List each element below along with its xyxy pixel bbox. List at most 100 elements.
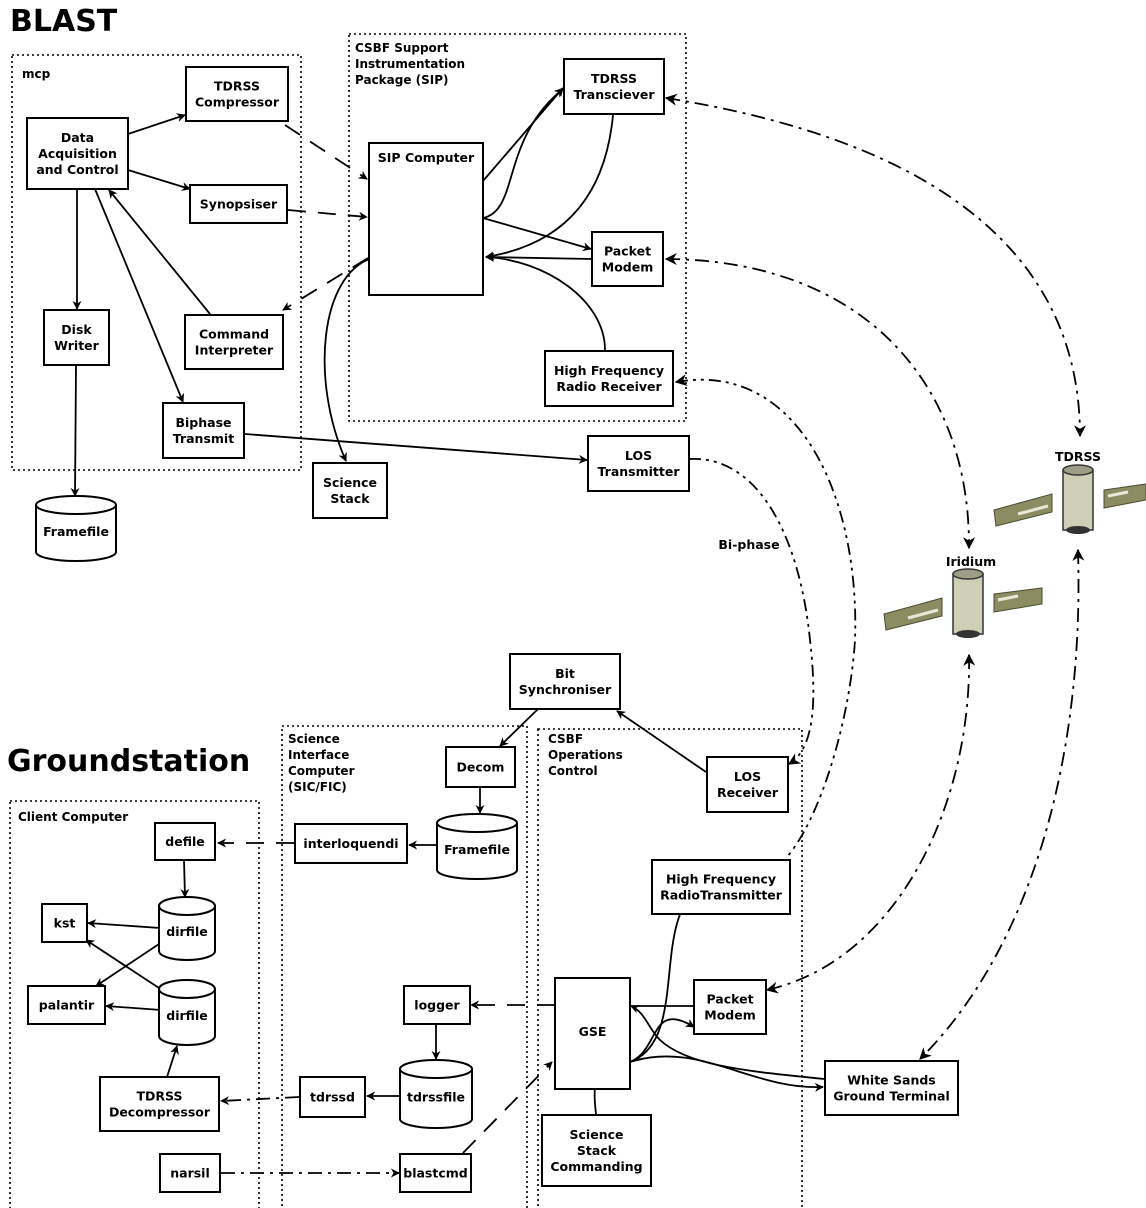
packet-modem-top-label: Packet [604,244,651,259]
link-iridium-packet-modem [765,653,976,994]
blastcmd-box [399,1153,472,1193]
interloquendi-label: interloquendi [303,836,398,851]
edge-disk-writer-framefile [70,365,80,497]
tdrssfile-cylinder-rim [399,1068,473,1079]
synopsiser-label: Synopsiser [200,197,278,212]
edge-gse-white-sands [629,1055,824,1092]
ops-group-label-3: Control [548,764,598,778]
logger-node: logger [403,985,471,1025]
edge-bit-sync-decom [499,708,539,747]
cmd-interp-label: Command [199,327,269,342]
sic-group-label-1: Science [288,732,340,746]
logger-label: logger [414,998,460,1013]
narsil-box [159,1153,221,1193]
hf-receiver-label: Radio Receiver [556,379,662,394]
edge-packet-modem-sip [485,252,593,262]
gse-label: GSE [579,1024,607,1039]
bit-sync-label: Bit [555,666,575,681]
white-sands-box [824,1060,959,1116]
link-packet-modem-iridium [664,253,976,550]
edge-daq-synopsiser [127,169,191,191]
cmd-interp-box [184,314,284,370]
framefile-sic-label: Framefile [444,842,510,857]
biphase-box [162,402,245,459]
ssc-label: Stack [577,1143,617,1158]
gse-box [554,977,631,1090]
los-rx-label: Receiver [717,785,779,800]
edge-sip-command-interpreter [282,257,369,311]
sip-group-label-3: Package (SIP) [355,73,449,87]
edge-command-interpreter-daq [108,189,211,315]
link-tdrss-white-sands [919,548,1085,1060]
tdrss-decomp-label: TDRSS [137,1089,183,1104]
disk-writer-label: Writer [54,338,99,353]
edge-daq-tdrss-compressor [127,113,186,135]
synopsiser-box [189,184,288,224]
edge-blastcmd-gse [462,1061,553,1154]
sic-group-label-2: Interface [288,748,349,762]
los-tx-label: LOS [625,448,652,463]
mcp-group [11,54,302,471]
tdrssd-box [299,1076,366,1118]
tdrssfile-label: tdrssfile [407,1090,465,1105]
tdrss-decomp-label: Decompressor [109,1105,211,1120]
client-group-label: Client Computer [18,810,128,824]
edge-sip-packet-modem [482,217,592,252]
packet-modem-bot-label: Packet [706,992,753,1007]
kst-label: kst [54,916,76,931]
framefile-top-node: Framefile [35,495,117,562]
sic-group-label-3: Computer [288,764,355,778]
blastcmd-label: blastcmd [403,1166,467,1181]
sip-group-label-1: CSBF Support [355,41,449,55]
iridium-satellite-label: Iridium [946,554,996,569]
edge-tdrssd-tdrss-decompressor [220,1096,300,1106]
sip-computer-node: SIP Computer [368,142,484,296]
gse-node: GSE [554,977,631,1090]
dirfile1-label: dirfile [166,924,207,939]
daq-label: and Control [36,162,118,177]
blastcmd-node: blastcmd [399,1153,472,1193]
ops-group [537,728,803,1208]
ssc-box [541,1114,652,1187]
tdrss-trans-label: Transciever [573,87,655,102]
science-stack-box [312,462,388,519]
tdrss-satellite-label: TDRSS [1055,449,1101,464]
decom-label: Decom [457,760,505,775]
palantir-box [27,985,106,1025]
iridium-satellite [883,568,1043,638]
decom-node: Decom [445,746,516,788]
dirfile2-label: dirfile [166,1008,207,1023]
dirfile2-cylinder-rim [158,988,216,999]
ssc-label: Commanding [550,1159,642,1174]
edge-los-receiver-bit-sync [616,710,707,773]
packet-modem-bot-label: Modem [704,1008,755,1023]
ssc-label: Science [570,1127,624,1142]
edge-gse-packet-modem [629,1018,695,1063]
los-rx-box [706,756,789,813]
sip-computer-box [368,142,484,296]
edge-sip-science-stack [323,257,373,462]
hf-receiver-label: High Frequency [554,363,664,378]
defile-box [154,822,216,861]
tdrss-comp-label: Compressor [195,95,280,110]
dirfile2-node: dirfile [158,979,216,1046]
tdrss-trans-box [563,58,665,115]
framefile-sic-node: Framefile [436,813,518,880]
framefile-sic-cylinder-rim [436,822,518,833]
tdrss-trans-label: TDRSS [591,71,637,86]
edge-tdrss-decompressor-dirfile [166,1045,179,1078]
interloquendi-node: interloquendi [294,823,408,864]
ops-group-label-2: Operations [548,748,623,762]
